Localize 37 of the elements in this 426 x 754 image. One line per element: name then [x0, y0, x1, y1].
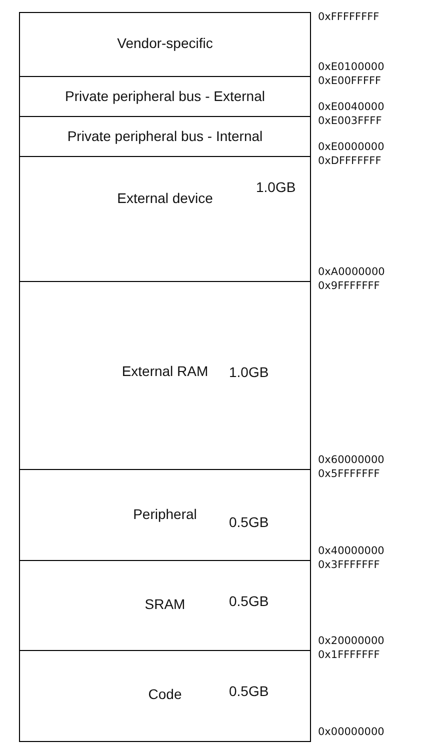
address-label: 0xFFFFFFFF	[318, 11, 380, 23]
address-label: 0x3FFFFFFF	[318, 559, 380, 571]
address-label: 0xE003FFFF	[318, 115, 382, 127]
address-label: 0x60000000	[318, 454, 384, 466]
memory-region	[19, 650, 311, 742]
region-name: Private peripheral bus - Internal	[67, 128, 263, 144]
size-label: 0.5GB	[229, 593, 269, 609]
memory-region	[19, 116, 311, 157]
address-label: 0x40000000	[318, 545, 384, 557]
region-name: Peripheral	[133, 506, 197, 522]
size-label: 1.0GB	[256, 179, 296, 195]
address-label: 0xE0000000	[318, 141, 384, 153]
address-label: 0xA0000000	[318, 266, 385, 278]
region-name: Code	[148, 686, 182, 702]
address-label: 0x1FFFFFFF	[318, 649, 380, 661]
region-name: Private peripheral bus - External	[65, 88, 265, 104]
size-label: 0.5GB	[229, 514, 269, 530]
address-label: 0xE00FFFFF	[318, 75, 382, 87]
address-label: 0x9FFFFFFF	[318, 280, 380, 292]
memory-region	[19, 12, 311, 77]
region-name: External device	[117, 190, 213, 206]
region-name: External RAM	[122, 363, 208, 379]
address-label: 0xDFFFFFFF	[318, 155, 382, 167]
address-label: 0xE0100000	[318, 61, 384, 73]
memory-region	[19, 560, 311, 651]
memory-region	[19, 156, 311, 282]
region-name: SRAM	[144, 596, 186, 612]
address-label: 0x5FFFFFFF	[318, 468, 380, 480]
memory-region	[19, 281, 311, 470]
memory-region	[19, 469, 311, 561]
address-label: 0xE0040000	[318, 101, 384, 113]
memory-region	[19, 76, 311, 117]
size-label: 0.5GB	[229, 683, 269, 699]
size-label: 1.0GB	[229, 364, 269, 380]
address-label: 0x00000000	[318, 726, 384, 738]
region-name: Vendor-specific	[117, 35, 213, 51]
address-label: 0x20000000	[318, 635, 384, 647]
